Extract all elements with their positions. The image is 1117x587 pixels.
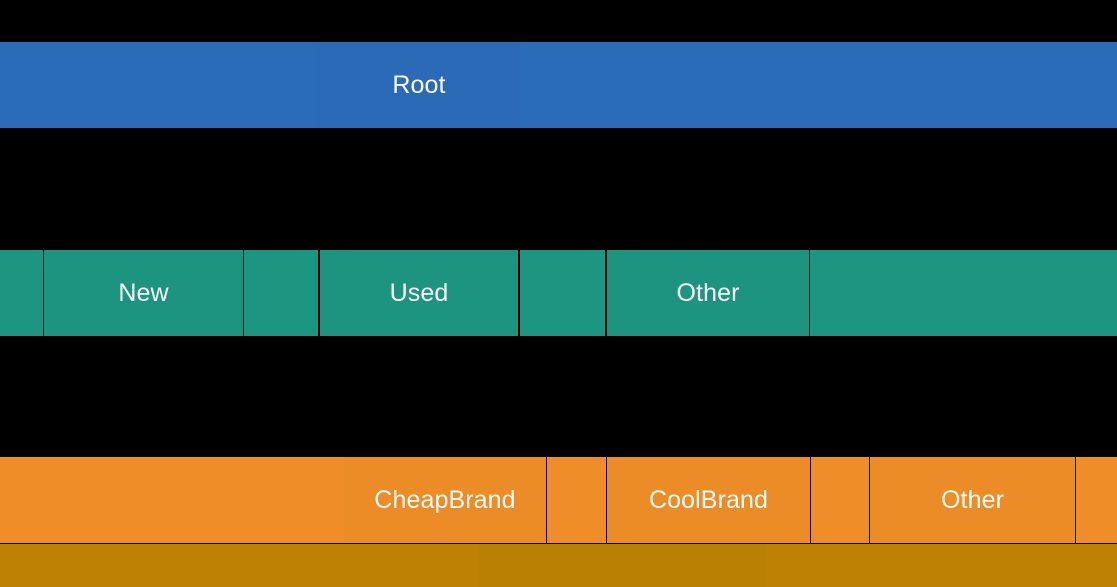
chart-node-unlabeled[interactable] <box>520 42 1117 128</box>
chart-node-other[interactable]: Other <box>870 457 1075 543</box>
chart-node-unlabeled[interactable] <box>244 250 318 336</box>
chart-node-label: Other <box>676 278 740 307</box>
chart-node-unlabeled[interactable] <box>0 42 318 128</box>
chart-node-new[interactable]: New <box>44 250 243 336</box>
chart-node-label: CheapBrand <box>374 485 516 514</box>
chart-node-cheapbrand[interactable]: CheapBrand <box>344 457 546 543</box>
chart-node-used[interactable]: Used <box>320 250 518 336</box>
chart-node-unlabeled[interactable] <box>520 250 605 336</box>
chart-node-other[interactable]: Other <box>607 250 809 336</box>
chart-node-unlabeled[interactable] <box>1076 457 1117 543</box>
chart-level-root-level: Root <box>0 42 1117 128</box>
chart-node-unlabeled[interactable] <box>765 544 1117 587</box>
chart-level-category-level: New Used Other <box>0 250 1117 336</box>
chart-node-unlabeled[interactable] <box>811 457 869 543</box>
chart-node-label: Root <box>392 70 446 99</box>
chart-node-unlabeled[interactable] <box>810 250 1117 336</box>
chart-node-unlabeled[interactable] <box>0 250 43 336</box>
chart-node-root[interactable]: Root <box>318 42 520 128</box>
chart-node-coolbrand[interactable]: CoolBrand <box>607 457 810 543</box>
chart-node-unlabeled[interactable] <box>478 544 765 587</box>
chart-node-unlabeled[interactable] <box>0 544 478 587</box>
chart-level-brand-level: CheapBrand CoolBrand Other <box>0 457 1117 543</box>
chart-node-unlabeled[interactable] <box>0 457 344 543</box>
chart-node-label: Other <box>940 485 1005 514</box>
chart-node-unlabeled[interactable] <box>547 457 606 543</box>
chart-node-label: New <box>118 278 169 307</box>
chart-node-label: Used <box>389 278 449 307</box>
chart-node-label: CoolBrand <box>648 485 769 514</box>
chart-level-leaf-level <box>0 544 1117 587</box>
